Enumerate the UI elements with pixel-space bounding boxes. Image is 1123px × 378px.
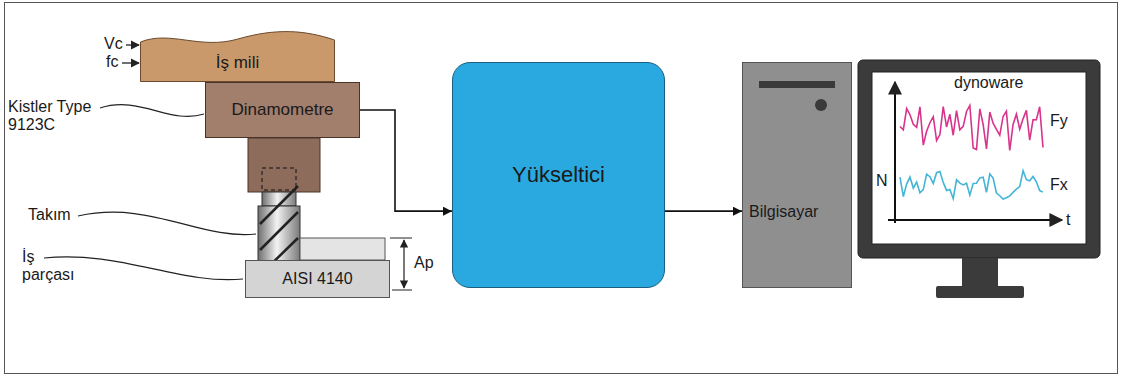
drive-slot <box>759 81 835 88</box>
force-series <box>900 105 1043 199</box>
flute-stroke <box>260 186 298 224</box>
amplifier: Yükseltici <box>452 62 665 288</box>
computer-tower: Bilgisayar <box>742 62 852 288</box>
power-button <box>815 99 827 111</box>
part-label: Kistler Type 9123C <box>8 98 98 135</box>
monitor-screen <box>872 72 1086 244</box>
chart-axis <box>894 82 896 223</box>
leader-line <box>78 212 256 234</box>
frame <box>5 3 1118 374</box>
signal-arrow <box>665 210 742 212</box>
fy-series <box>900 105 1043 150</box>
signal-arrow <box>360 110 452 211</box>
monitor-frame <box>858 60 1100 258</box>
monitor-neck <box>962 258 998 286</box>
node-label: İş mili <box>216 53 259 73</box>
workpiece: AISI 4140 <box>245 260 390 298</box>
chart-axis <box>888 219 1062 221</box>
series-label: Fx <box>1050 176 1068 194</box>
parameter-label: fc <box>106 53 118 71</box>
workpiece-top <box>300 238 385 260</box>
collet-outline <box>262 168 296 190</box>
part-label: Takım <box>28 206 71 224</box>
monitor-base <box>936 286 1024 298</box>
node-label: Bilgisayar <box>749 203 818 221</box>
software-name: dynoware <box>954 74 1023 92</box>
dimension-label: Ap <box>414 254 434 272</box>
axis-label: t <box>1066 211 1070 229</box>
dimension-tick <box>390 238 412 239</box>
tool-holder <box>248 138 320 192</box>
series-label: Fy <box>1050 112 1068 130</box>
spindle-shape <box>141 32 335 82</box>
node-label: Yükseltici <box>512 162 605 187</box>
dynamometer: Dinamometre <box>205 82 360 138</box>
dimension-tick <box>392 290 412 291</box>
dimension-line <box>403 240 404 288</box>
input-arrow <box>122 62 139 63</box>
input-arrow <box>126 44 139 45</box>
axis-label: N <box>876 172 888 190</box>
leader-line <box>100 105 204 117</box>
parameter-label: Vc <box>104 35 123 53</box>
fx-series <box>900 171 1043 199</box>
node-label: Dinamometre <box>231 100 333 120</box>
part-label: İş parçası <box>22 248 84 285</box>
spindle: İş mili <box>140 30 335 82</box>
monitor: dynowareN FyFx t <box>858 60 1100 258</box>
node-label: AISI 4140 <box>282 270 352 288</box>
